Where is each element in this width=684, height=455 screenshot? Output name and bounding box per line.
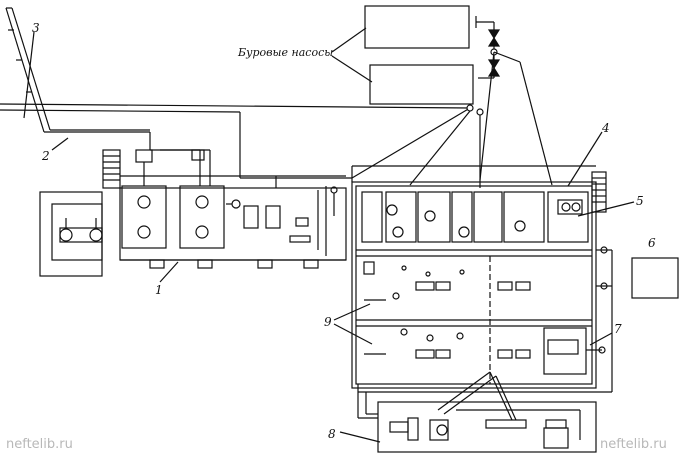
stairs-right <box>591 171 607 213</box>
drilling-pump-lower <box>369 64 474 105</box>
leader-9b <box>333 323 373 345</box>
module-1-block <box>119 149 347 269</box>
callout-2: 2 <box>42 149 50 163</box>
callout-7: 7 <box>614 322 622 336</box>
pump-unit-row <box>361 191 589 243</box>
leader-1 <box>159 261 179 283</box>
line-to-module-2 <box>409 110 471 186</box>
callout-8: 8 <box>328 427 336 441</box>
callout-3: 3 <box>32 21 40 35</box>
drilling-pump-upper <box>364 5 470 49</box>
drilling-pumps-label: Буровые насосы <box>238 46 334 59</box>
tank-row-middle <box>363 261 531 301</box>
flow-line-top-2 <box>0 109 241 113</box>
leader-7 <box>589 332 613 346</box>
watermark-right: neftelib.ru <box>600 437 667 452</box>
leader-4 <box>567 131 603 187</box>
fitting-node-2 <box>476 108 484 116</box>
pump-leader-upper <box>331 27 367 53</box>
flow-line-diag <box>351 107 471 179</box>
flow-line-top <box>0 103 471 109</box>
unit-8-block <box>357 371 597 453</box>
rotary-base-block <box>39 191 103 277</box>
leader-9a <box>333 303 371 321</box>
fitting-node-1 <box>466 104 474 112</box>
callout-1: 1 <box>155 283 163 297</box>
callout-9: 9 <box>324 315 332 329</box>
tank-row-lower <box>364 328 531 359</box>
stairs-left <box>102 149 121 189</box>
leader-8 <box>339 431 381 443</box>
watermark-left: neftelib.ru <box>6 437 73 452</box>
leader-2 <box>51 137 69 151</box>
derrick-structure <box>5 7 150 133</box>
piping-right <box>358 246 613 393</box>
pump-leader-lower <box>331 55 373 83</box>
pump-valve-manifold <box>475 16 553 186</box>
callout-6: 6 <box>648 236 656 250</box>
leader-3 <box>23 31 35 119</box>
unit-6-block <box>631 257 679 299</box>
unit-7-block <box>543 327 606 375</box>
leader-5 <box>577 201 635 217</box>
callout-4: 4 <box>602 121 610 135</box>
callout-5: 5 <box>636 194 644 208</box>
